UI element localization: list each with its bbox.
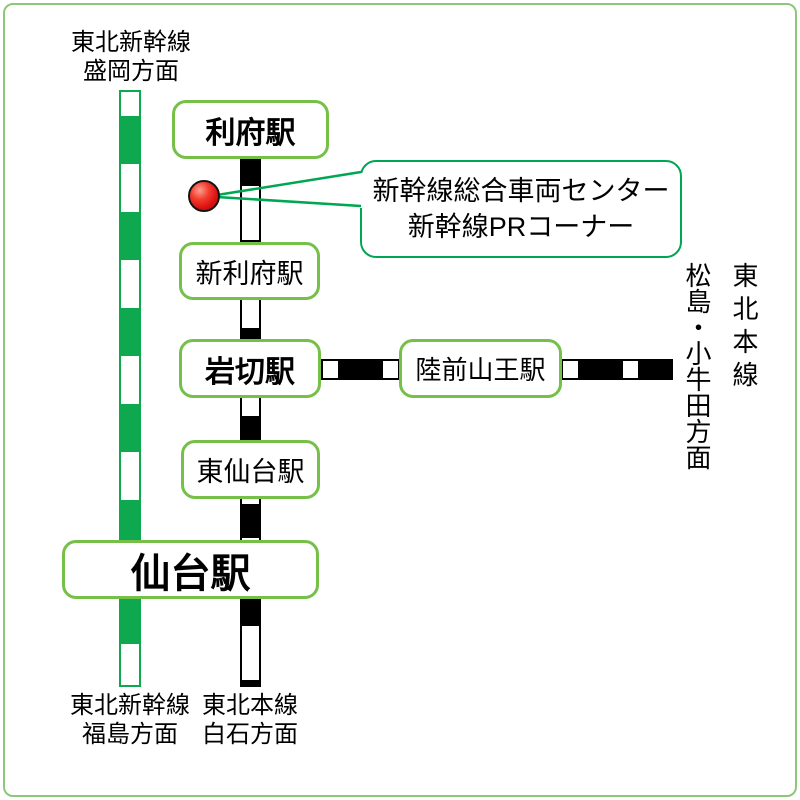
direction-label-matsushima-kogota: 東北本線 松島・小牛田方面 [673,262,767,470]
direction-name: 白石方面 [202,721,298,748]
line-name: 東北新幹線 [70,692,190,719]
station-box-higashi-sendai: 東仙台駅 [181,440,320,499]
station-box-rikuzen-sanno: 陸前山王駅 [399,339,562,398]
poi-callout-shinkansen-pr-corner: 新幹線総合車両センター 新幹線PRコーナー [360,160,682,258]
tohoku-shinkansen-line [119,90,141,687]
station-name: 利府駅 [205,116,296,150]
line-name: 東北新幹線 [71,29,191,56]
direction-label-fukushima: 東北新幹線 福島方面 [40,691,220,749]
poi-marker-red-dot [188,180,220,212]
direction-name: 盛岡方面 [83,58,179,85]
direction-label-morioka: 東北新幹線 盛岡方面 [41,28,221,86]
tohoku-main-line-vertical [240,150,261,687]
poi-callout-line1: 新幹線総合車両センター [372,176,670,206]
station-box-sendai: 仙台駅 [62,540,319,599]
line-name: 東北本線 [729,262,759,394]
station-name: 新利府駅 [195,258,304,289]
station-name: 東仙台駅 [196,457,305,487]
direction-name: 松島・小牛田方面 [682,262,712,470]
line-name: 東北本線 [202,692,298,719]
station-name: 岩切駅 [205,355,295,389]
station-name: 陸前山王駅 [415,355,546,385]
station-box-shin-rifu: 新利府駅 [179,242,320,300]
poi-callout-line2: 新幹線PRコーナー [407,212,635,242]
station-name: 仙台駅 [130,551,251,596]
direction-label-shiroishi: 東北本線 白石方面 [175,691,325,749]
direction-name: 福島方面 [82,721,178,748]
station-box-rifu: 利府駅 [172,100,329,159]
station-box-iwakiri: 岩切駅 [179,339,321,398]
